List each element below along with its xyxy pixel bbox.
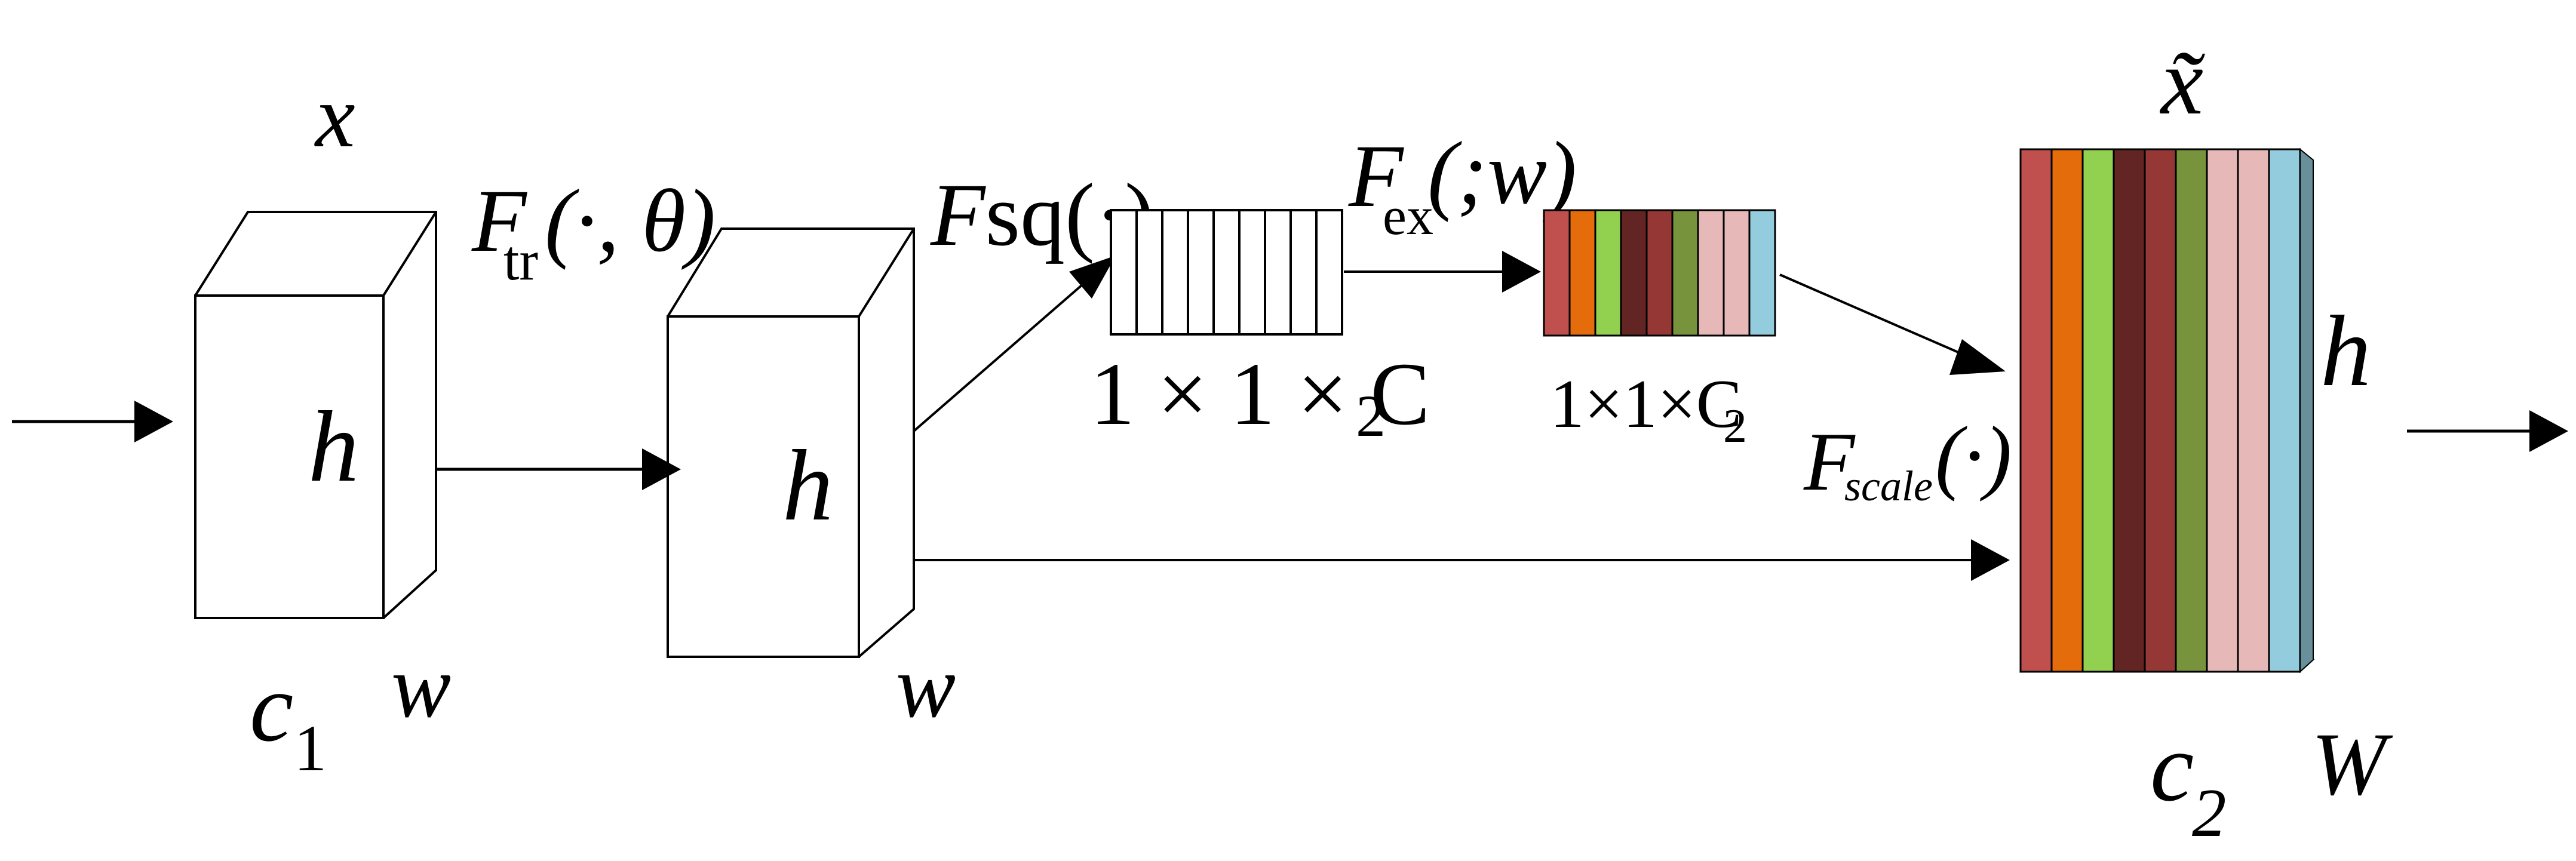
squeeze-cell — [1238, 209, 1266, 336]
output-side-face — [2299, 147, 2314, 674]
excitation-arrow — [1344, 251, 1541, 293]
input-arrow — [12, 401, 173, 442]
excitation-cell — [1671, 209, 1699, 337]
fex-F-label: F — [1348, 127, 1404, 226]
fscale-F-label: F — [1803, 416, 1856, 508]
fex-args-label: (;w) — [1427, 124, 1577, 223]
squeeze-dim-label: 1 × 1 × C — [1090, 345, 1430, 444]
output-c-label: c — [2150, 712, 2194, 822]
squeeze-cell — [1161, 209, 1189, 336]
input-x-label: x — [314, 67, 355, 166]
output-channel — [2206, 148, 2239, 673]
output-channel — [2081, 148, 2115, 673]
excitation-cell — [1594, 209, 1622, 337]
output-tensor-block — [2019, 147, 2315, 674]
squeeze-arrow — [913, 256, 1116, 432]
excitation-cell — [1568, 209, 1596, 337]
fscale-args-label: (·) — [1935, 410, 2012, 502]
output-c-subscript: 2 — [2192, 775, 2227, 851]
squeeze-cell — [1264, 209, 1292, 336]
output-x-label: x̃ — [2160, 28, 2206, 134]
output-channel — [2050, 148, 2084, 673]
block1-c-subscript: 1 — [294, 712, 327, 785]
squeeze-vector — [1110, 209, 1343, 336]
input-tensor-block — [194, 211, 437, 619]
block2-h-label: h — [782, 429, 833, 542]
ftr-F-label: F — [471, 171, 527, 270]
output-channel — [2175, 148, 2208, 673]
scale-arrow-from-excitation — [1779, 273, 2006, 375]
block2-w-label: w — [896, 637, 956, 736]
transformed-tensor-block — [667, 227, 915, 658]
ftr-arrow — [436, 448, 681, 490]
scale-arrow-from-tensor — [914, 539, 2010, 581]
block1-h-label: h — [308, 390, 359, 503]
output-channel — [2268, 148, 2301, 673]
ftr-subscript: tr — [503, 229, 538, 292]
squeeze-cell — [1187, 209, 1215, 336]
output-h-label: h — [2320, 295, 2371, 407]
squeeze-cell — [1110, 209, 1138, 336]
excitation-cell — [1620, 209, 1648, 337]
output-arrow — [2407, 410, 2568, 452]
squeeze-dim-subscript: 2 — [1356, 383, 1386, 449]
excitation-cell — [1723, 209, 1751, 337]
block1-w-label: w — [391, 637, 451, 736]
excite-dim-label: 1×1×C — [1550, 366, 1742, 442]
squeeze-cell — [1135, 209, 1163, 336]
excitation-cell — [1645, 209, 1674, 337]
fex-subscript: ex — [1383, 187, 1433, 246]
squeeze-cell — [1315, 209, 1343, 336]
excitation-vector — [1543, 209, 1776, 337]
excitation-cell — [1697, 209, 1725, 337]
excitation-cell — [1543, 209, 1571, 337]
excite-dim-subscript: 2 — [1723, 400, 1747, 453]
fscale-subscript: scale — [1844, 462, 1933, 510]
block1-c-label: c — [250, 653, 293, 762]
output-channel — [2144, 148, 2177, 673]
output-w-label: W — [2311, 715, 2393, 814]
squeeze-cell — [1289, 209, 1318, 336]
output-channel — [2237, 148, 2270, 673]
squeeze-cell — [1212, 209, 1241, 336]
output-channel — [2113, 148, 2146, 673]
excitation-cell — [1748, 209, 1776, 337]
output-channel — [2019, 148, 2053, 673]
ftr-args-label: (·, θ) — [545, 171, 716, 270]
